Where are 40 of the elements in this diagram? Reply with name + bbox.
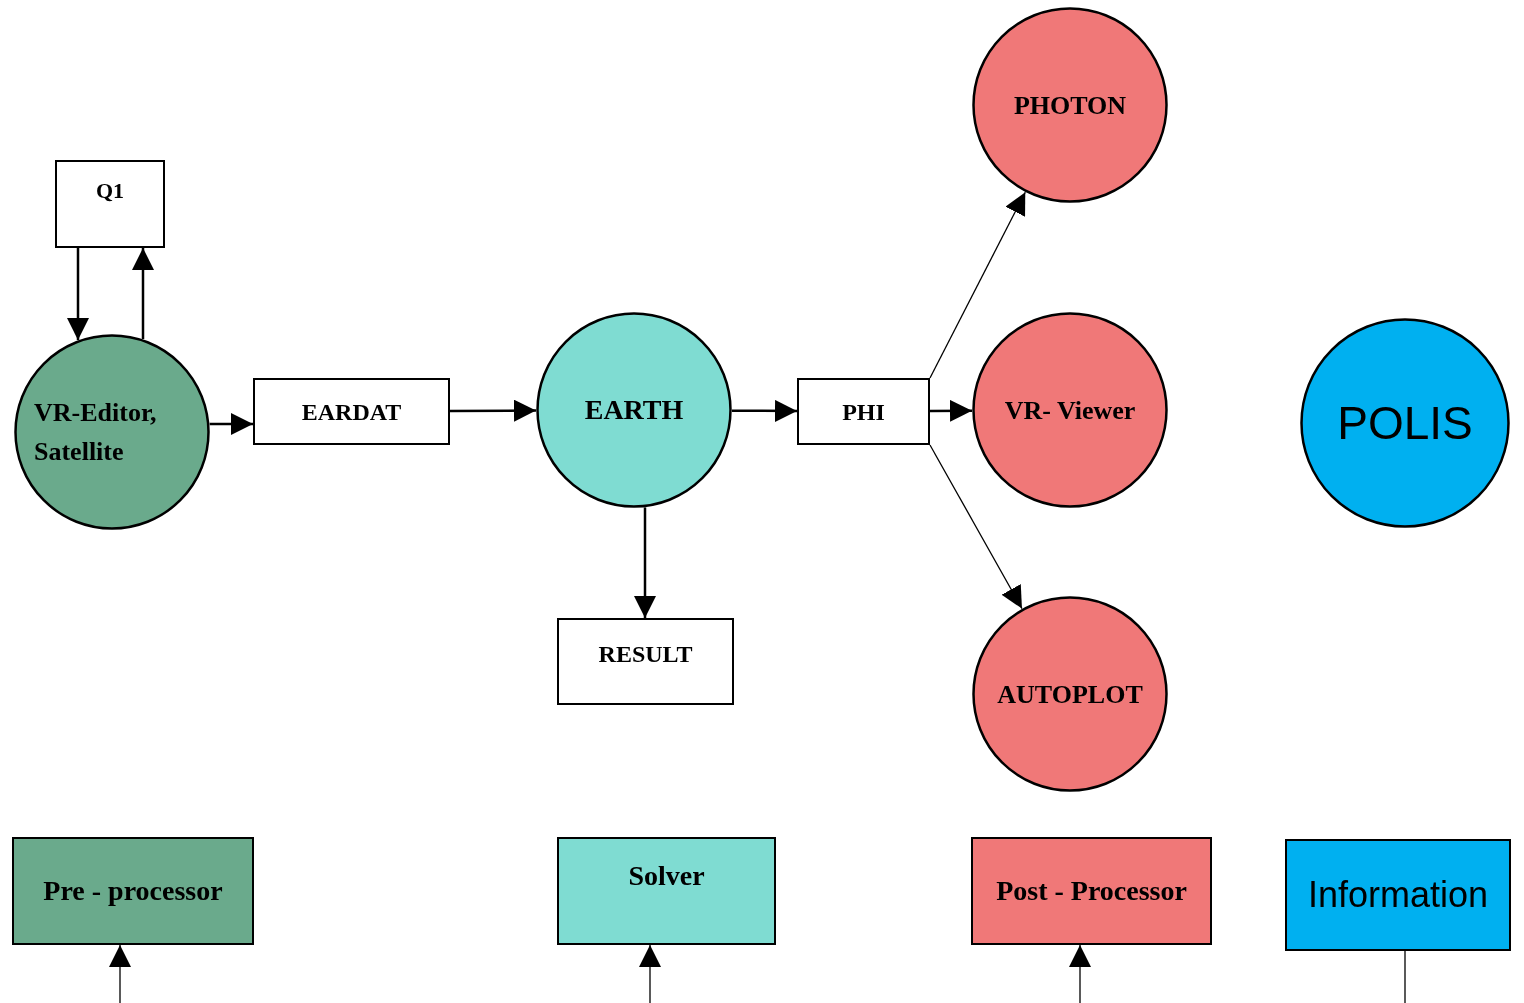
node-label: Solver	[627, 859, 706, 893]
arrow	[450, 399, 536, 422]
process-box	[1285, 839, 1511, 951]
arrow	[639, 944, 661, 1003]
process-box	[557, 618, 734, 705]
process-circle	[536, 312, 732, 508]
arrow	[929, 191, 1026, 379]
process-circle	[14, 334, 210, 530]
process-circle	[972, 312, 1168, 508]
process-box	[971, 837, 1212, 945]
node-label: PHI	[841, 397, 886, 427]
arrow	[209, 413, 253, 435]
node-label: AUTOPLOT	[996, 678, 1144, 711]
node-label: EARDAT	[300, 397, 403, 427]
process-box	[55, 160, 165, 248]
arrow	[67, 248, 89, 341]
process-box	[797, 378, 930, 445]
arrow	[1069, 944, 1091, 1003]
node-label: Pre - processor	[42, 873, 224, 908]
node-label: PHOTON	[1012, 89, 1128, 122]
process-box	[12, 837, 254, 945]
node-label: Q1	[94, 177, 126, 205]
arrow	[930, 399, 972, 422]
arrow	[634, 507, 656, 618]
node-label: Post - Processor	[995, 873, 1188, 908]
node-label: Information	[1306, 873, 1490, 917]
process-box	[557, 837, 776, 945]
node-label: VR- Viewer	[1003, 394, 1137, 427]
process-circle	[1300, 318, 1510, 528]
process-circle	[972, 596, 1168, 792]
arrow	[109, 944, 131, 1003]
node-label: EARTH	[583, 393, 685, 427]
node-label: POLIS	[1336, 395, 1474, 451]
process-circle	[972, 7, 1168, 203]
arrow	[929, 444, 1023, 610]
node-label: VR-Editor, Satellite	[33, 397, 158, 468]
node-label: RESULT	[597, 640, 694, 669]
arrow	[132, 248, 154, 340]
process-box	[253, 378, 450, 445]
arrow	[732, 399, 797, 422]
